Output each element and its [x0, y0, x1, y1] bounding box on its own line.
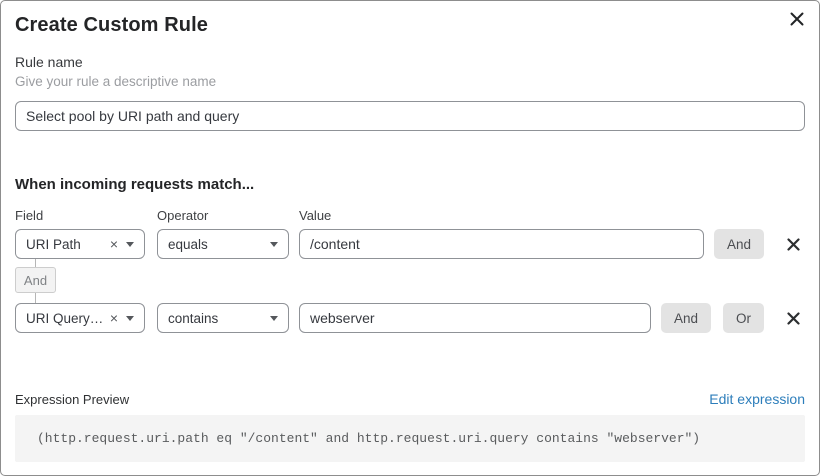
operator-select-2[interactable]: contains [157, 303, 289, 333]
chevron-down-icon [270, 241, 278, 247]
remove-condition-icon [786, 237, 800, 251]
close-button[interactable] [788, 10, 806, 28]
value-input-2[interactable] [299, 303, 651, 333]
chevron-down-icon [126, 241, 134, 247]
add-or-condition-button-2[interactable]: Or [723, 303, 764, 333]
add-and-condition-button-2[interactable]: And [660, 303, 711, 333]
chevron-down-icon [126, 315, 134, 321]
and-connector[interactable]: And [15, 267, 56, 293]
remove-condition-icon [786, 311, 800, 325]
connector-section: And [15, 259, 805, 303]
field-select-1[interactable]: URI Path × [15, 229, 145, 259]
expression-preview-label: Expression Preview [15, 392, 130, 407]
connector-line [35, 293, 36, 303]
clear-field-icon[interactable]: × [109, 236, 118, 252]
operator-select-2-value: contains [168, 310, 219, 326]
operator-column-label: Operator [157, 208, 209, 223]
expression-preview-code: (http.request.uri.path eq "/content" and… [15, 415, 805, 462]
expression-preview-header: Expression Preview Edit expression [15, 391, 805, 408]
clear-field-icon[interactable]: × [109, 310, 118, 326]
connector-line [35, 259, 36, 267]
rule-name-hint: Give your rule a descriptive name [15, 74, 217, 89]
close-icon [790, 12, 804, 26]
value-column-label: Value [299, 208, 332, 223]
field-select-2[interactable]: URI Query St... × [15, 303, 145, 333]
add-and-condition-button-1[interactable]: And [713, 229, 764, 259]
rule-name-label: Rule name [15, 54, 83, 70]
field-select-1-value: URI Path [26, 236, 81, 252]
condition-row-1: URI Path × equals And [15, 229, 805, 259]
operator-select-1[interactable]: equals [157, 229, 289, 259]
operator-select-1-value: equals [168, 236, 208, 252]
condition-row-2: URI Query St... × contains And Or [15, 303, 805, 333]
rule-name-input[interactable] [15, 101, 805, 131]
edit-expression-link[interactable]: Edit expression [709, 391, 805, 407]
column-labels: Field Operator Value [15, 208, 805, 223]
dialog-title: Create Custom Rule [15, 14, 208, 36]
remove-condition-button-2[interactable] [785, 310, 801, 326]
match-section-heading: When incoming requests match... [15, 176, 255, 193]
chevron-down-icon [270, 315, 278, 321]
field-column-label: Field [15, 208, 44, 223]
value-input-1[interactable] [299, 229, 704, 259]
remove-condition-button-1[interactable] [785, 236, 801, 252]
field-select-2-value: URI Query St... [26, 310, 104, 326]
